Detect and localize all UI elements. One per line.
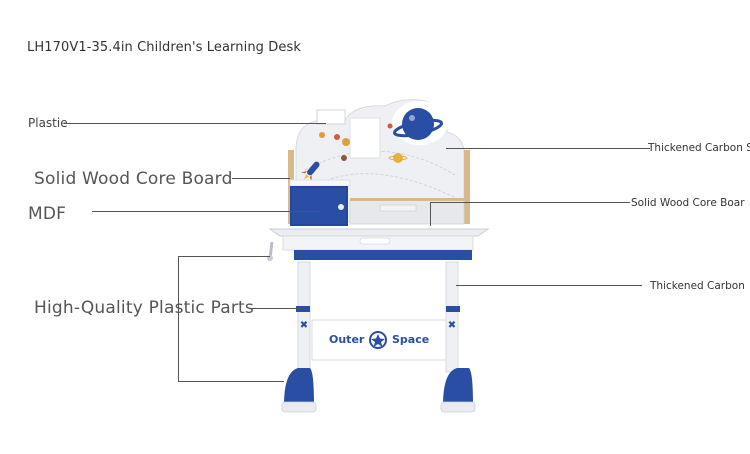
leader-mdf bbox=[92, 211, 320, 212]
label-plastic: Plastie bbox=[28, 116, 68, 130]
page-title: LH170V1-35.4in Children's Learning Desk bbox=[27, 40, 301, 55]
leader-solid-wood-left bbox=[232, 178, 290, 179]
leader-plastic-parts bbox=[250, 308, 302, 309]
svg-text:✖: ✖ bbox=[300, 320, 308, 331]
label-thickened-carbon-bottom: Thickened Carbon bbox=[650, 280, 745, 292]
leader-solid-wood-right bbox=[430, 202, 630, 203]
blue-cabinet bbox=[290, 186, 348, 226]
hutch-right-wood bbox=[464, 150, 470, 224]
label-mdf: MDF bbox=[28, 204, 67, 224]
leader-plastic bbox=[64, 123, 326, 124]
bracket-bottom bbox=[178, 381, 284, 382]
feet bbox=[281, 368, 476, 413]
svg-text:✖: ✖ bbox=[448, 320, 456, 331]
label-solid-wood-left: Solid Wood Core Board bbox=[34, 169, 233, 189]
label-solid-wood-right: Solid Wood Core Boar bbox=[631, 197, 745, 209]
leader-thickened-carbon-top bbox=[446, 148, 650, 149]
planet-graphic bbox=[392, 101, 448, 145]
bracket-top bbox=[178, 256, 270, 257]
leader-solid-wood-right-drop bbox=[430, 202, 431, 226]
top-box bbox=[316, 109, 346, 125]
desk-top bbox=[268, 228, 490, 251]
crank-handle bbox=[267, 241, 274, 261]
bracket-vertical bbox=[178, 256, 179, 382]
label-thickened-carbon-top: Thickened Carbon S bbox=[648, 142, 750, 154]
leader-thickened-carbon-bottom bbox=[456, 285, 642, 286]
brand-right-word: Space bbox=[392, 333, 430, 346]
apron-bar bbox=[294, 250, 472, 260]
brand-left-word: Outer bbox=[329, 333, 365, 346]
label-plastic-parts: High-Quality Plastic Parts bbox=[34, 298, 254, 318]
